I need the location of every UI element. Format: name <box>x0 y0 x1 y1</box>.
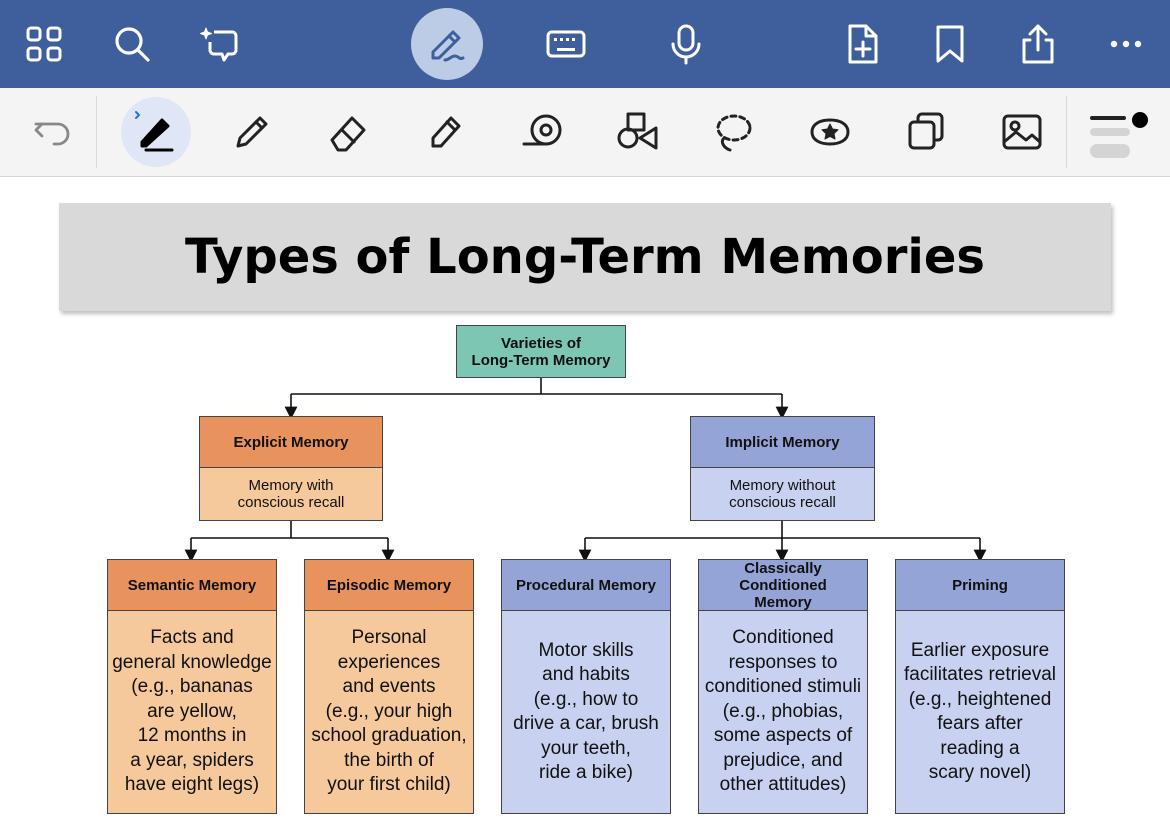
bookmark-icon[interactable] <box>920 14 980 74</box>
highlighter-icon[interactable] <box>413 100 477 164</box>
search-icon[interactable] <box>102 14 162 74</box>
pencil-icon[interactable] <box>220 100 284 164</box>
tool-options-icon[interactable] <box>1084 100 1156 164</box>
procedural-memory-body: Motor skills and habits (e.g., how to dr… <box>501 610 671 814</box>
pen-mode-icon[interactable] <box>411 8 483 80</box>
microphone-icon[interactable] <box>656 14 716 74</box>
priming-header: Priming <box>895 559 1065 612</box>
classical-memory-header: Classically Conditioned Memory <box>698 559 868 612</box>
implicit-memory-header: Implicit Memory <box>690 416 875 469</box>
fountain-pen-icon[interactable] <box>121 97 191 167</box>
tape-icon[interactable] <box>510 100 574 164</box>
lasso-icon[interactable] <box>702 100 766 164</box>
grid-icon[interactable] <box>14 14 74 74</box>
elements-icon[interactable] <box>894 100 958 164</box>
eraser-icon[interactable] <box>316 100 380 164</box>
top-toolbar <box>0 0 1170 88</box>
classical-memory-body: Conditioned responses to conditioned sti… <box>698 610 868 814</box>
title-banner: Types of Long-Term Memories <box>59 203 1111 311</box>
procedural-memory-header: Procedural Memory <box>501 559 671 612</box>
shapes-icon[interactable] <box>606 100 670 164</box>
explicit-memory-description: Memory with conscious recall <box>199 467 383 521</box>
ai-chat-icon[interactable] <box>190 14 250 74</box>
semantic-memory-body: Facts and general knowledge (e.g., banan… <box>107 610 277 814</box>
more-icon[interactable] <box>1096 14 1156 74</box>
keyboard-icon[interactable] <box>536 14 596 74</box>
share-icon[interactable] <box>1008 14 1068 74</box>
implicit-memory-description: Memory without conscious recall <box>690 467 875 521</box>
episodic-memory-body: Personal experiences and events (e.g., y… <box>304 610 474 814</box>
explicit-memory-header: Explicit Memory <box>199 416 383 469</box>
episodic-memory-header: Episodic Memory <box>304 559 474 612</box>
image-icon[interactable] <box>990 100 1054 164</box>
priming-body: Earlier exposure facilitates retrieval (… <box>895 610 1065 814</box>
root-node: Varieties of Long-Term Memory <box>456 325 626 378</box>
add-page-icon[interactable] <box>832 14 892 74</box>
semantic-memory-header: Semantic Memory <box>107 559 277 612</box>
undo-icon[interactable] <box>20 100 84 164</box>
toolbar-divider <box>1066 96 1067 168</box>
tool-toolbar <box>0 88 1170 177</box>
toolbar-divider <box>96 96 97 168</box>
page-title: Types of Long-Term Memories <box>185 229 985 285</box>
sticker-icon[interactable] <box>798 100 862 164</box>
